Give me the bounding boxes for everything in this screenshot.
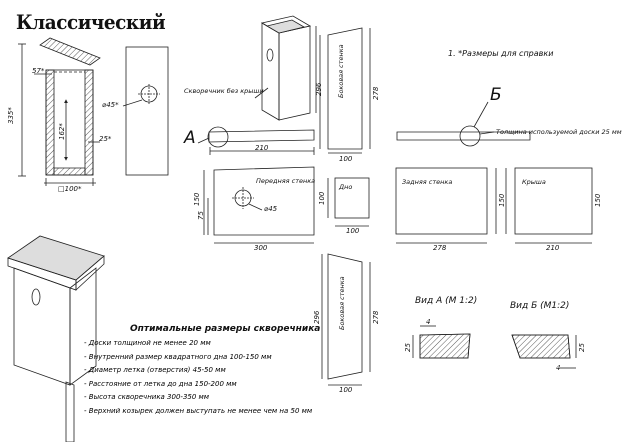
dim-335: 335* [7,107,15,124]
front-wall-width: 300 [254,244,268,252]
roof-label: Крыша [522,178,546,186]
side-wall-top-100: 100 [339,155,353,163]
front-wall-label: Передняя стенка [256,177,316,185]
optimal-item: Внутренний размер квадратного дна 100-15… [84,351,312,365]
side-wall-bottom-shape [321,253,371,386]
side-wall-bottom-278: 278 [372,310,380,324]
optimal-item: Высота скворечника 300-350 мм [84,391,312,405]
section-b-profile [511,334,577,369]
side-wall-bottom-label: Боковая стенка [338,276,346,330]
section-a-profile [412,325,471,359]
front-hole-label: ⌀45* [102,101,119,109]
back-wall-shape [395,167,497,244]
optimal-item: Доски толщиной не менее 20 мм [84,337,312,351]
roof-height: 150 [594,193,602,207]
side-wall-bottom-100: 100 [339,386,353,394]
dim-25: 25* [99,135,112,143]
back-wall-width: 278 [433,244,447,252]
side-wall-top-278: 278 [372,86,380,100]
board-strip-b [396,101,531,147]
dim-57: 57* [32,67,45,75]
strip-a-width: 210 [255,144,269,152]
section-b-letter: Б [490,85,502,105]
bottom-label: Дно [339,183,353,191]
note: 1. *Размеры для справки [448,49,554,58]
section-a-caption: Вид А (М 1:2) [415,296,478,306]
optimal-list: Доски толщиной не менее 20 мм Внутренний… [84,337,312,419]
page-title: Классический [16,10,166,34]
section-b-caption: Вид Б (М1:2) [510,301,570,311]
iso-dim-296: 296 [315,82,323,96]
front-wall-hole-height: 75 [197,211,205,220]
birdhouse-iso [7,235,105,442]
front-narrow-view [122,46,169,176]
iso-box [254,15,317,121]
roofless-note: Скворечник без крыши [184,87,264,95]
bottom-width: 100 [346,227,360,235]
roof-shape [505,167,593,244]
optimal-title: Оптимальные размеры скворечника [130,324,321,334]
optimal-item: Верхний козырек должен выступать не мене… [84,405,312,419]
front-wall-height: 150 [193,192,201,206]
side-wall-bottom-296: 296 [313,310,321,324]
dim-100: □100* [58,185,82,193]
section-a-dim-side: 25 [404,343,412,352]
roof-width: 210 [546,244,560,252]
board-strip-a [197,126,315,155]
back-wall-height: 150 [498,193,506,207]
thickness-note: Толщина используемой доски 25 мм [496,128,622,136]
front-wall-shape [203,166,315,244]
side-wall-top-shape [319,27,371,154]
section-b-dim-side: 25 [578,343,586,352]
back-wall-label: Задняя стенка [402,178,453,186]
optimal-item: Расстояние от летка до дна 150-200 мм [84,378,312,392]
bottom-height: 100 [318,191,326,205]
bottom-shape [327,177,370,227]
section-b-dim-bottom: 4 [556,364,561,372]
section-a-dim-top: 4 [426,318,431,326]
dim-162: 162* [58,123,66,140]
side-wall-top-label: Боковая стенка [337,44,345,98]
section-a-letter: А [184,128,196,148]
side-section-view [18,37,101,186]
optimal-item: Диаметр летка (отверстия) 45-50 мм [84,364,312,378]
front-wall-hole: ⌀45 [264,205,278,213]
